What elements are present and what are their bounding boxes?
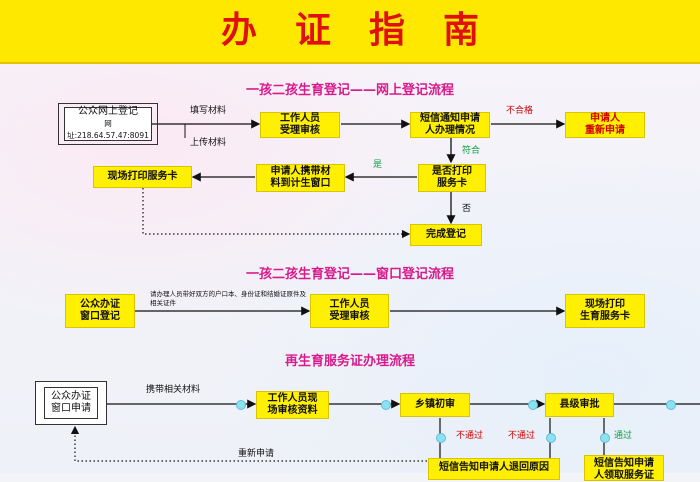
header-banner: 办证指南 bbox=[0, 0, 700, 64]
sms-collect-line2: 人领取服务证 bbox=[594, 470, 654, 481]
reapply-label: 重新申请 bbox=[238, 449, 275, 459]
staff-review-line1: 工作人员 bbox=[280, 113, 320, 124]
print-card-line1: 现场打印 bbox=[585, 299, 625, 310]
connector-dot bbox=[236, 400, 246, 410]
onsite-review-line2: 场审核资料 bbox=[267, 405, 318, 416]
register-url: 网址:218.64.57.47:8091 bbox=[67, 119, 149, 140]
sms-return-reason-box: 短信告知申请人退回原因 bbox=[428, 458, 560, 480]
bring-materials-box: 申请人携带材料到计生窗口 bbox=[256, 164, 345, 192]
county-approval-box: 县级审批 bbox=[545, 393, 614, 417]
reapply-box: 申请人重新申请 bbox=[565, 112, 645, 138]
no-label: 否 bbox=[462, 204, 472, 214]
pass-label: 通过 bbox=[614, 431, 633, 441]
window-staff-review-box: 工作人员受理审核 bbox=[310, 294, 389, 328]
connector-dot bbox=[666, 400, 676, 410]
reapply-line2: 重新申请 bbox=[585, 125, 625, 136]
documents-note: 请办理人员带好双方的户口本、身份证和结婚证原件及相关证件 bbox=[150, 290, 306, 307]
connector-dot bbox=[381, 400, 391, 410]
staff-review-line2: 受理审核 bbox=[280, 125, 320, 136]
not-qualified-label: 不合格 bbox=[506, 106, 534, 116]
connector-dot bbox=[546, 433, 556, 443]
window-apply-box: 公众办证 窗口申请 bbox=[35, 381, 107, 425]
yes-label: 是 bbox=[373, 160, 383, 170]
reapply-line1: 申请人 bbox=[590, 113, 620, 124]
window-staff-line1: 工作人员 bbox=[329, 299, 370, 310]
print-service-card-box: 现场打印生育服务卡 bbox=[565, 294, 645, 328]
onsite-review-box: 工作人员现场审核资料 bbox=[256, 391, 329, 419]
window-apply-line2: 窗口申请 bbox=[51, 403, 91, 414]
print-question-line2: 服务卡 bbox=[437, 178, 467, 189]
bring-materials-line2: 料到计生窗口 bbox=[270, 178, 331, 189]
fill-material-label: 填写材料 bbox=[190, 106, 227, 116]
sms-notice-box: 短信通知申请人办理情况 bbox=[410, 112, 490, 138]
window-staff-line2: 受理审核 bbox=[329, 311, 370, 322]
onsite-review-line1: 工作人员现 bbox=[267, 393, 318, 404]
print-question-box: 是否打印服务卡 bbox=[418, 164, 486, 192]
staff-review-box: 工作人员受理审核 bbox=[260, 112, 340, 138]
section-online-title: 一孩二孩生育登记——网上登记流程 bbox=[245, 83, 454, 98]
window-register-line1: 公众办证 bbox=[80, 299, 120, 310]
print-question-line1: 是否打印 bbox=[432, 166, 472, 177]
sms-collect-card-box: 短信告知申请人领取服务证 bbox=[584, 455, 664, 481]
connector-dot bbox=[600, 433, 610, 443]
bring-related-materials-label: 携带相关材料 bbox=[146, 385, 201, 395]
connector-dot bbox=[528, 400, 538, 410]
section-reproduction-title: 再生育服务证办理流程 bbox=[284, 354, 415, 369]
fail-label-1: 不通过 bbox=[456, 431, 484, 441]
upload-material-label: 上传材料 bbox=[190, 138, 227, 148]
bring-materials-line1: 申请人携带材 bbox=[270, 166, 331, 177]
section-window-title: 一孩二孩生育登记——窗口登记流程 bbox=[245, 267, 454, 282]
window-apply-line1: 公众办证 bbox=[51, 391, 91, 402]
township-review-box: 乡镇初审 bbox=[400, 393, 470, 417]
window-register-line2: 窗口登记 bbox=[80, 311, 120, 322]
public-register-label: 公众网上登记 bbox=[78, 106, 138, 117]
fail-label-2: 不通过 bbox=[508, 431, 536, 441]
qualified-label: 符合 bbox=[462, 146, 481, 156]
public-online-register-box: 公众网上登记 网址:218.64.57.47:8091 bbox=[58, 103, 158, 145]
print-card-line2: 生育服务卡 bbox=[580, 311, 630, 322]
connector-dot bbox=[436, 433, 446, 443]
window-register-box: 公众办证窗口登记 bbox=[65, 294, 135, 328]
sms-notice-line1: 短信通知申请 bbox=[420, 113, 480, 124]
sms-notice-line2: 人办理情况 bbox=[425, 125, 475, 136]
sms-collect-line1: 短信告知申请 bbox=[594, 458, 654, 469]
complete-register-box: 完成登记 bbox=[410, 224, 482, 246]
page-title: 办证指南 bbox=[220, 9, 517, 51]
onsite-print-box: 现场打印服务卡 bbox=[93, 166, 192, 188]
